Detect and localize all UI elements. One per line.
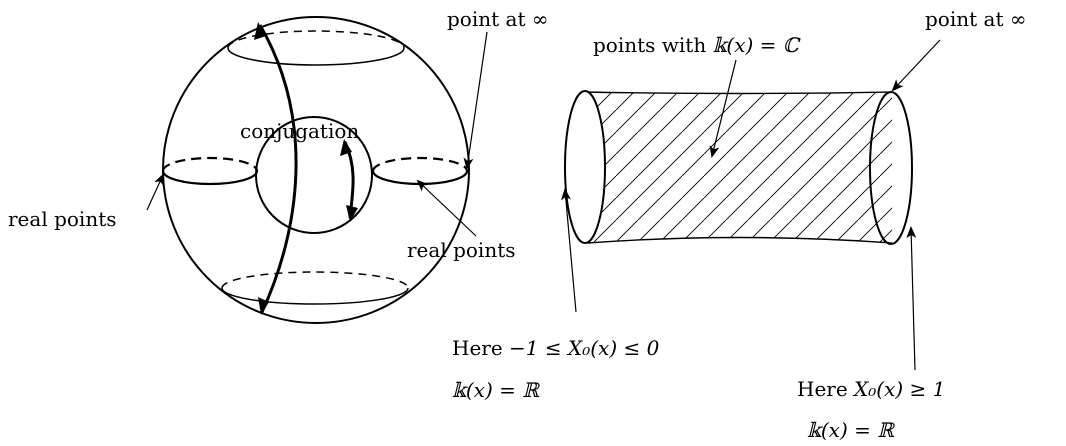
label-conjugation: conjugation bbox=[240, 119, 359, 143]
tube-figure bbox=[564, 90, 913, 245]
sphere-figure bbox=[161, 16, 470, 324]
points-with-text: points with bbox=[593, 33, 713, 57]
right-real-loop-front bbox=[371, 170, 469, 186]
top-cap-back bbox=[227, 30, 405, 49]
top-cap-front bbox=[227, 47, 405, 66]
hatched-surface bbox=[584, 92, 892, 243]
right-end-circle bbox=[869, 91, 913, 245]
outer-sphere bbox=[162, 16, 470, 324]
points-with-pointer bbox=[709, 59, 737, 158]
real-points-pointer-left bbox=[146, 173, 164, 211]
right-end-inequality: X₀(x) ≥ 1 bbox=[852, 377, 945, 401]
label-real-points-left: real points bbox=[8, 207, 117, 231]
label-point-at-infinity-right: point at ∞ bbox=[925, 7, 1027, 31]
conjugation-arrowheads bbox=[254, 22, 358, 315]
conjugation-long-arc bbox=[258, 24, 298, 313]
left-end-inequality: −1 ≤ X₀(x) ≤ 0 bbox=[509, 336, 660, 360]
label-left-end-line2: 𝕜(x) = ℝ bbox=[452, 378, 540, 402]
label-left-end-line1: Here −1 ≤ X₀(x) ≤ 0 bbox=[452, 336, 660, 360]
right-end-here: Here bbox=[797, 377, 854, 401]
points-with-math: 𝕜(x) = ℂ bbox=[713, 33, 801, 57]
right-pointers bbox=[560, 39, 941, 371]
left-real-loop-back bbox=[161, 156, 259, 172]
left-end-pointer bbox=[560, 188, 577, 313]
label-right-end-line2: 𝕜(x) = ℝ bbox=[807, 418, 895, 442]
arrowhead-bottom bbox=[258, 297, 269, 315]
arrowhead-top bbox=[254, 22, 266, 40]
arrowhead-short-top bbox=[340, 139, 352, 156]
left-end-here: Here bbox=[452, 336, 509, 360]
infinity-pointer-right bbox=[891, 39, 941, 92]
tube-top-edge bbox=[583, 91, 893, 95]
right-end-pointer bbox=[906, 226, 917, 371]
bottom-cap-front bbox=[221, 287, 409, 305]
label-right-end-line1: Here X₀(x) ≥ 1 bbox=[797, 377, 945, 401]
arrowhead-short-bottom bbox=[346, 205, 358, 222]
left-pointers bbox=[146, 31, 488, 237]
label-points-with: points with 𝕜(x) = ℂ bbox=[593, 33, 801, 57]
label-point-at-infinity-left: point at ∞ bbox=[447, 7, 549, 31]
infinity-pointer-left bbox=[463, 31, 488, 170]
left-end-circle bbox=[564, 90, 606, 244]
right-real-loop-back bbox=[371, 156, 469, 172]
real-points-pointer-right bbox=[416, 179, 477, 237]
bottom-cap-back bbox=[221, 271, 409, 289]
tube-bottom-edge bbox=[586, 236, 893, 244]
left-real-loop-front bbox=[161, 170, 259, 186]
label-real-points-right: real points bbox=[407, 238, 516, 262]
